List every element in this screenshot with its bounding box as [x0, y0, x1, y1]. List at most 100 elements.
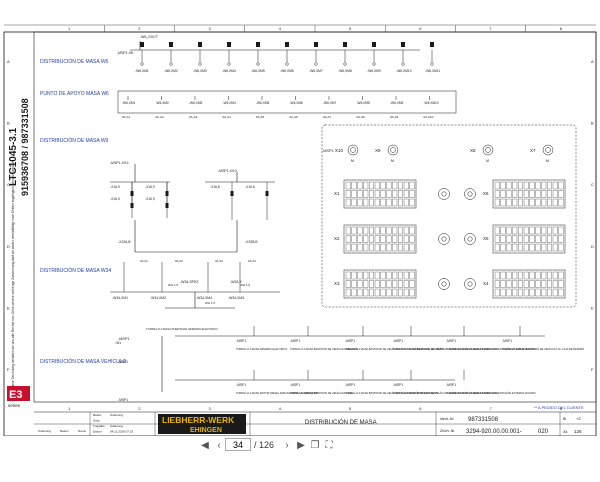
connector-pin [380, 181, 386, 190]
next-page-icon[interactable]: › [285, 439, 289, 451]
vehiculo-bottom-desc: TORNILLO A MASA BASTIDOR DE VEHÍCULO CAJ… [290, 391, 353, 395]
section-title-vehiculo: DISTRIBUCIÓN DE MASA VEHÍCULO [40, 358, 127, 365]
w6-fuse-symbol [256, 42, 260, 47]
connector-pin [506, 190, 512, 198]
sheet-code-a: +Z [576, 416, 581, 421]
connector-pin [374, 235, 380, 243]
connector-pin [345, 181, 351, 190]
grid-row-label: B [7, 121, 10, 126]
w34-terminal-label: -W34,XM4 [196, 296, 212, 300]
connector-stud-sub: M [546, 159, 549, 163]
connector-pin [541, 226, 547, 235]
connector-pin [351, 198, 357, 207]
connector-pin [547, 198, 552, 207]
w6-terminal-dot [140, 62, 144, 66]
connector-pin [512, 280, 518, 288]
connector-pin [535, 288, 541, 297]
connector-pin [552, 288, 558, 297]
connector-block-label: X2 [334, 236, 340, 241]
grid-col-label-bottom: 7 [490, 406, 493, 411]
prev-page-icon[interactable]: ‹ [217, 439, 221, 451]
page-number-input[interactable] [225, 438, 251, 451]
connector-bolt-inner [441, 281, 447, 287]
connector-pin [506, 235, 512, 243]
connector-pin [552, 271, 558, 280]
vehiculo-bottom-ref: -MSP1 [236, 383, 246, 387]
connector-pin [351, 288, 357, 297]
w6-fuse-symbol [372, 42, 376, 47]
connector-stud [347, 144, 359, 156]
w6-terminal-label: -W6,XM1 [135, 69, 149, 73]
connector-stud-sub: M [486, 159, 489, 163]
connector-pin [386, 280, 392, 288]
vehiculo-left-ref: -W1 [115, 341, 121, 345]
connector-pin [506, 181, 512, 190]
fullscreen-icon[interactable]: ⛶ [325, 439, 333, 451]
connector-pin [558, 280, 564, 288]
w6-fuse-symbol [285, 42, 289, 47]
vehiculo-top-ref: -MSP1 [236, 339, 246, 343]
connector-pin [494, 235, 500, 243]
title-row-value: 04.11.2016 07:23 [110, 430, 133, 434]
vehiculo-bottom-desc: TORNILLO A MASA BASTIDOR DE VEHÍCULO TRA… [345, 390, 438, 395]
connector-pin [529, 198, 535, 207]
sheet-small: 34 [563, 429, 568, 434]
vehiculo-top-ref: -MSP1 [393, 339, 403, 343]
connector-pin [363, 271, 369, 280]
connector-pin [529, 280, 535, 288]
connector-pin [357, 181, 363, 190]
apoyo-terminal-label: -W6,XM8 [357, 101, 371, 105]
w6-terminal-label: -W6,XM6 [280, 69, 294, 73]
connector-pin [357, 190, 363, 198]
copy-icon[interactable]: ❐ [310, 439, 320, 451]
connector-pin [552, 226, 558, 235]
connector-pin [494, 288, 500, 297]
vehiculo-top-desc: TORNILLO A MASA BASTIDOR DE VEHÍCULO ALI… [393, 346, 497, 351]
connector-pin [500, 198, 506, 207]
connector-pin [506, 226, 512, 235]
connector-pin [345, 280, 351, 288]
connector-pin [541, 198, 547, 207]
connector-pin [529, 235, 535, 243]
w9-wire-label: 0A,22 [175, 259, 183, 263]
connector-pin [547, 280, 552, 288]
connector-pin [351, 243, 357, 252]
connector-pin [547, 243, 552, 252]
w9-label-334: -X334,B [118, 240, 131, 244]
connector-pin [363, 235, 369, 243]
connector-pin [392, 243, 398, 252]
connector-pin [374, 181, 380, 190]
connector-pin [380, 280, 386, 288]
connector-pin [357, 271, 363, 280]
grid-row-label-right: E [591, 306, 594, 311]
connector-pin [374, 243, 380, 252]
w9-fuse-symbol [265, 191, 269, 196]
connector-pin [558, 288, 564, 297]
title-row-value: Änderung [110, 413, 123, 417]
grid-row-label: F [7, 367, 10, 372]
w6-terminal-label: -W6,XM3 [193, 69, 207, 73]
w9-label-335: -X335,B [245, 240, 258, 244]
sheet-label: Bl. [563, 417, 567, 421]
connector-pin [403, 243, 409, 252]
w6-terminal-dot [256, 62, 260, 66]
connector-pin [523, 288, 529, 297]
connector-pin [363, 198, 369, 207]
connector-pin [351, 280, 357, 288]
w6-fuse-symbol [140, 42, 144, 47]
w6-terminal-label: -W6,XM5 [251, 69, 265, 73]
connector-stud-inner [545, 147, 551, 153]
connector-pin [535, 190, 541, 198]
title-row-value: Änderung [110, 424, 123, 428]
connector-pin [409, 235, 415, 243]
w6-top-label: -W6_DXCT [140, 35, 159, 39]
zoom-in-icon[interactable]: ▶ [297, 439, 305, 451]
sheet-title: DISTRIBUCIÓN DE MASA [305, 419, 377, 426]
zoom-out-icon[interactable]: ◀ [201, 439, 209, 451]
w6-terminal-dot [401, 62, 405, 66]
connector-pin [523, 181, 529, 190]
section-title-apoyo: PUNTO DE APOYO MASA W6 [40, 91, 109, 97]
connector-pin [403, 198, 409, 207]
